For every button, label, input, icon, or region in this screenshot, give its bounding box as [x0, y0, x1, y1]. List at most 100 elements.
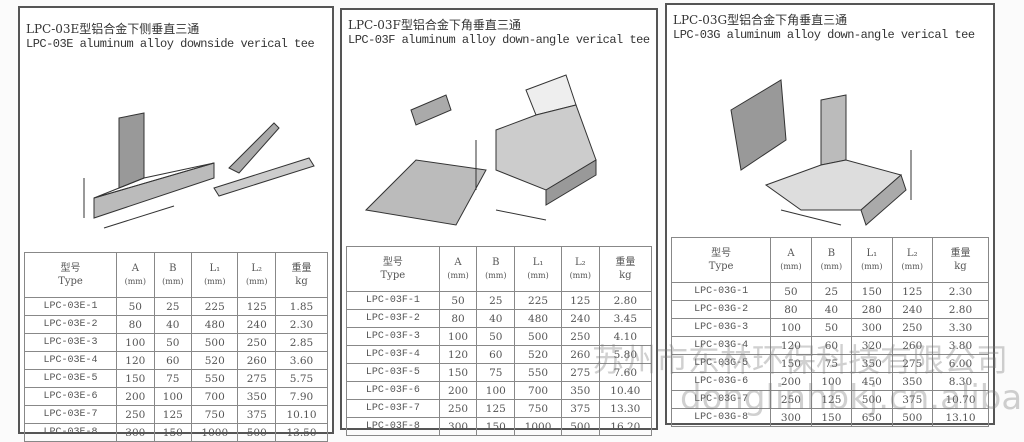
l2-cell: 275 — [891, 354, 933, 373]
type-cell: LPC-03F-8 — [346, 417, 440, 436]
l1-cell: 480 — [191, 315, 239, 334]
l1-cell: 550 — [514, 363, 562, 382]
weight-cell: 13.30 — [598, 399, 653, 418]
h-l2: L₂ — [251, 263, 263, 274]
weight-cell: 2.80 — [598, 291, 653, 310]
type-cell: LPC-03E-2 — [23, 315, 118, 334]
h-b: B — [169, 263, 177, 274]
type-cell: LPC-03F-2 — [346, 309, 440, 328]
type-cell: LPC-03E-1 — [23, 297, 118, 316]
l2-cell: 350 — [237, 387, 276, 406]
l2-cell: 250 — [237, 333, 276, 352]
type-cell: LPC-03G-5 — [670, 354, 772, 373]
b-cell: 50 — [153, 333, 193, 352]
a-cell: 200 — [770, 372, 812, 391]
l2-cell: 260 — [237, 351, 276, 370]
weight-cell: 4.10 — [598, 327, 653, 346]
h-type-cn: 型号 — [711, 248, 732, 259]
weight-cell: 2.30 — [931, 282, 990, 301]
h-type-cn: 型号 — [382, 257, 403, 268]
b-cell: 40 — [810, 300, 853, 319]
b-cell: 40 — [476, 309, 516, 328]
a-cell: 120 — [438, 345, 478, 364]
b-cell: 60 — [810, 336, 853, 355]
weight-cell: 13.50 — [275, 423, 328, 442]
title-en: LPC-03F aluminum alloy down-angle verica… — [348, 33, 650, 47]
b-cell: 25 — [476, 291, 516, 310]
l1-cell: 750 — [514, 399, 562, 418]
weight-cell: 7.60 — [598, 363, 653, 382]
l2-cell: 375 — [560, 399, 600, 418]
tee-illustration — [364, 74, 597, 226]
h-weight: 重量 — [615, 257, 636, 268]
h-l1: L₁ — [866, 248, 878, 259]
l2-cell: 240 — [560, 309, 600, 328]
l1-cell: 650 — [851, 408, 893, 427]
l1-cell: 1000 — [514, 417, 562, 436]
l2-cell: 240 — [237, 315, 276, 334]
b-cell: 150 — [153, 423, 193, 442]
h-unit: (mm) — [861, 262, 883, 271]
type-cell: LPC-03E-3 — [23, 333, 118, 352]
weight-cell: 16.20 — [598, 417, 653, 436]
h-kg: kg — [954, 261, 967, 272]
h-unit: (mm) — [246, 277, 268, 286]
l1-cell: 700 — [191, 387, 239, 406]
l1-cell: 300 — [851, 318, 893, 337]
title-en: LPC-03G aluminum alloy down-angle verica… — [673, 28, 975, 42]
weight-cell: 5.75 — [275, 369, 328, 388]
weight-cell: 2.30 — [275, 315, 328, 334]
weight-cell: 3.30 — [931, 318, 990, 337]
h-type-en: Type — [380, 270, 406, 281]
type-cell: LPC-03G-7 — [670, 390, 772, 409]
l2-cell: 125 — [237, 297, 276, 316]
b-cell: 125 — [153, 405, 193, 424]
type-cell: LPC-03G-6 — [670, 372, 772, 391]
h-b: B — [827, 248, 836, 259]
tee-illustration — [83, 112, 315, 229]
b-cell: 125 — [810, 390, 853, 409]
h-type-en: Type — [708, 261, 734, 272]
type-cell: LPC-03F-1 — [346, 291, 440, 310]
weight-cell: 2.80 — [931, 300, 990, 319]
b-cell: 50 — [810, 318, 853, 337]
title-cn: LPC-03G型铝合金下角垂直三通 — [673, 13, 848, 27]
a-cell: 120 — [116, 351, 155, 370]
b-cell: 100 — [153, 387, 193, 406]
h-unit: (mm) — [569, 271, 591, 280]
weight-cell: 10.70 — [931, 390, 990, 409]
l2-cell: 260 — [560, 345, 600, 364]
l2-cell: 125 — [891, 282, 933, 301]
l2-cell: 275 — [560, 363, 600, 382]
l2-cell: 260 — [891, 336, 933, 355]
title-cn: LPC-03F型铝合金下角垂直三通 — [348, 18, 521, 32]
b-cell: 150 — [476, 417, 516, 436]
a-cell: 250 — [438, 399, 478, 418]
weight-cell: 7.90 — [275, 387, 328, 406]
a-cell: 150 — [770, 354, 812, 373]
h-weight: 重量 — [950, 248, 971, 259]
b-cell: 60 — [476, 345, 516, 364]
h-type-en: Type — [58, 276, 83, 287]
b-cell: 75 — [153, 369, 193, 388]
weight-cell: 3.80 — [931, 336, 990, 355]
h-unit: (mm) — [447, 271, 469, 280]
a-cell: 80 — [770, 300, 812, 319]
a-cell: 300 — [770, 408, 812, 427]
a-cell: 100 — [438, 327, 478, 346]
